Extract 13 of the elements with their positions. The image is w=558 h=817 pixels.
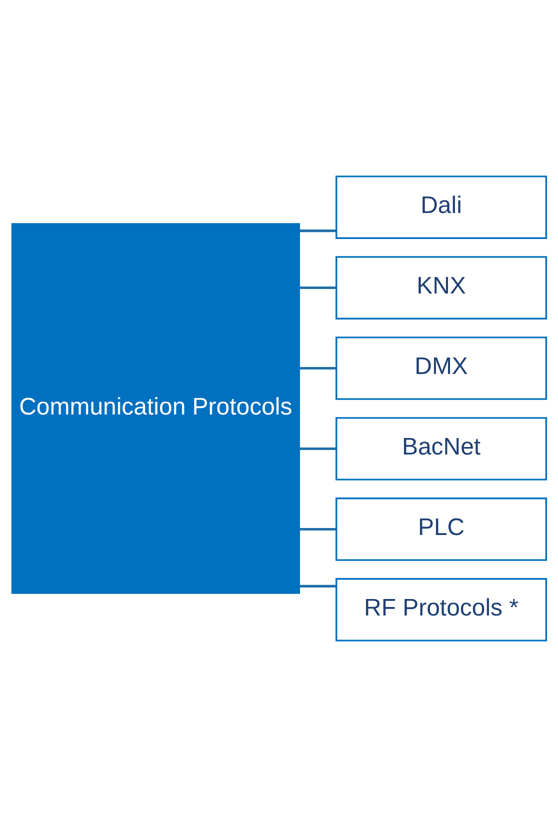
connector (300, 528, 336, 531)
connector (300, 230, 336, 232)
connector (300, 366, 336, 370)
connector (300, 584, 336, 588)
node-box: Communication Protocols (11, 223, 300, 594)
node-box: RF Protocols * (336, 578, 548, 642)
node-box: BacNet (336, 417, 548, 480)
node-box: PLC (336, 498, 548, 561)
node-box: DMX (336, 336, 548, 400)
node-box: KNX (336, 256, 548, 320)
connector (300, 447, 336, 450)
node-box: Dali (336, 176, 548, 239)
connector (300, 286, 336, 290)
